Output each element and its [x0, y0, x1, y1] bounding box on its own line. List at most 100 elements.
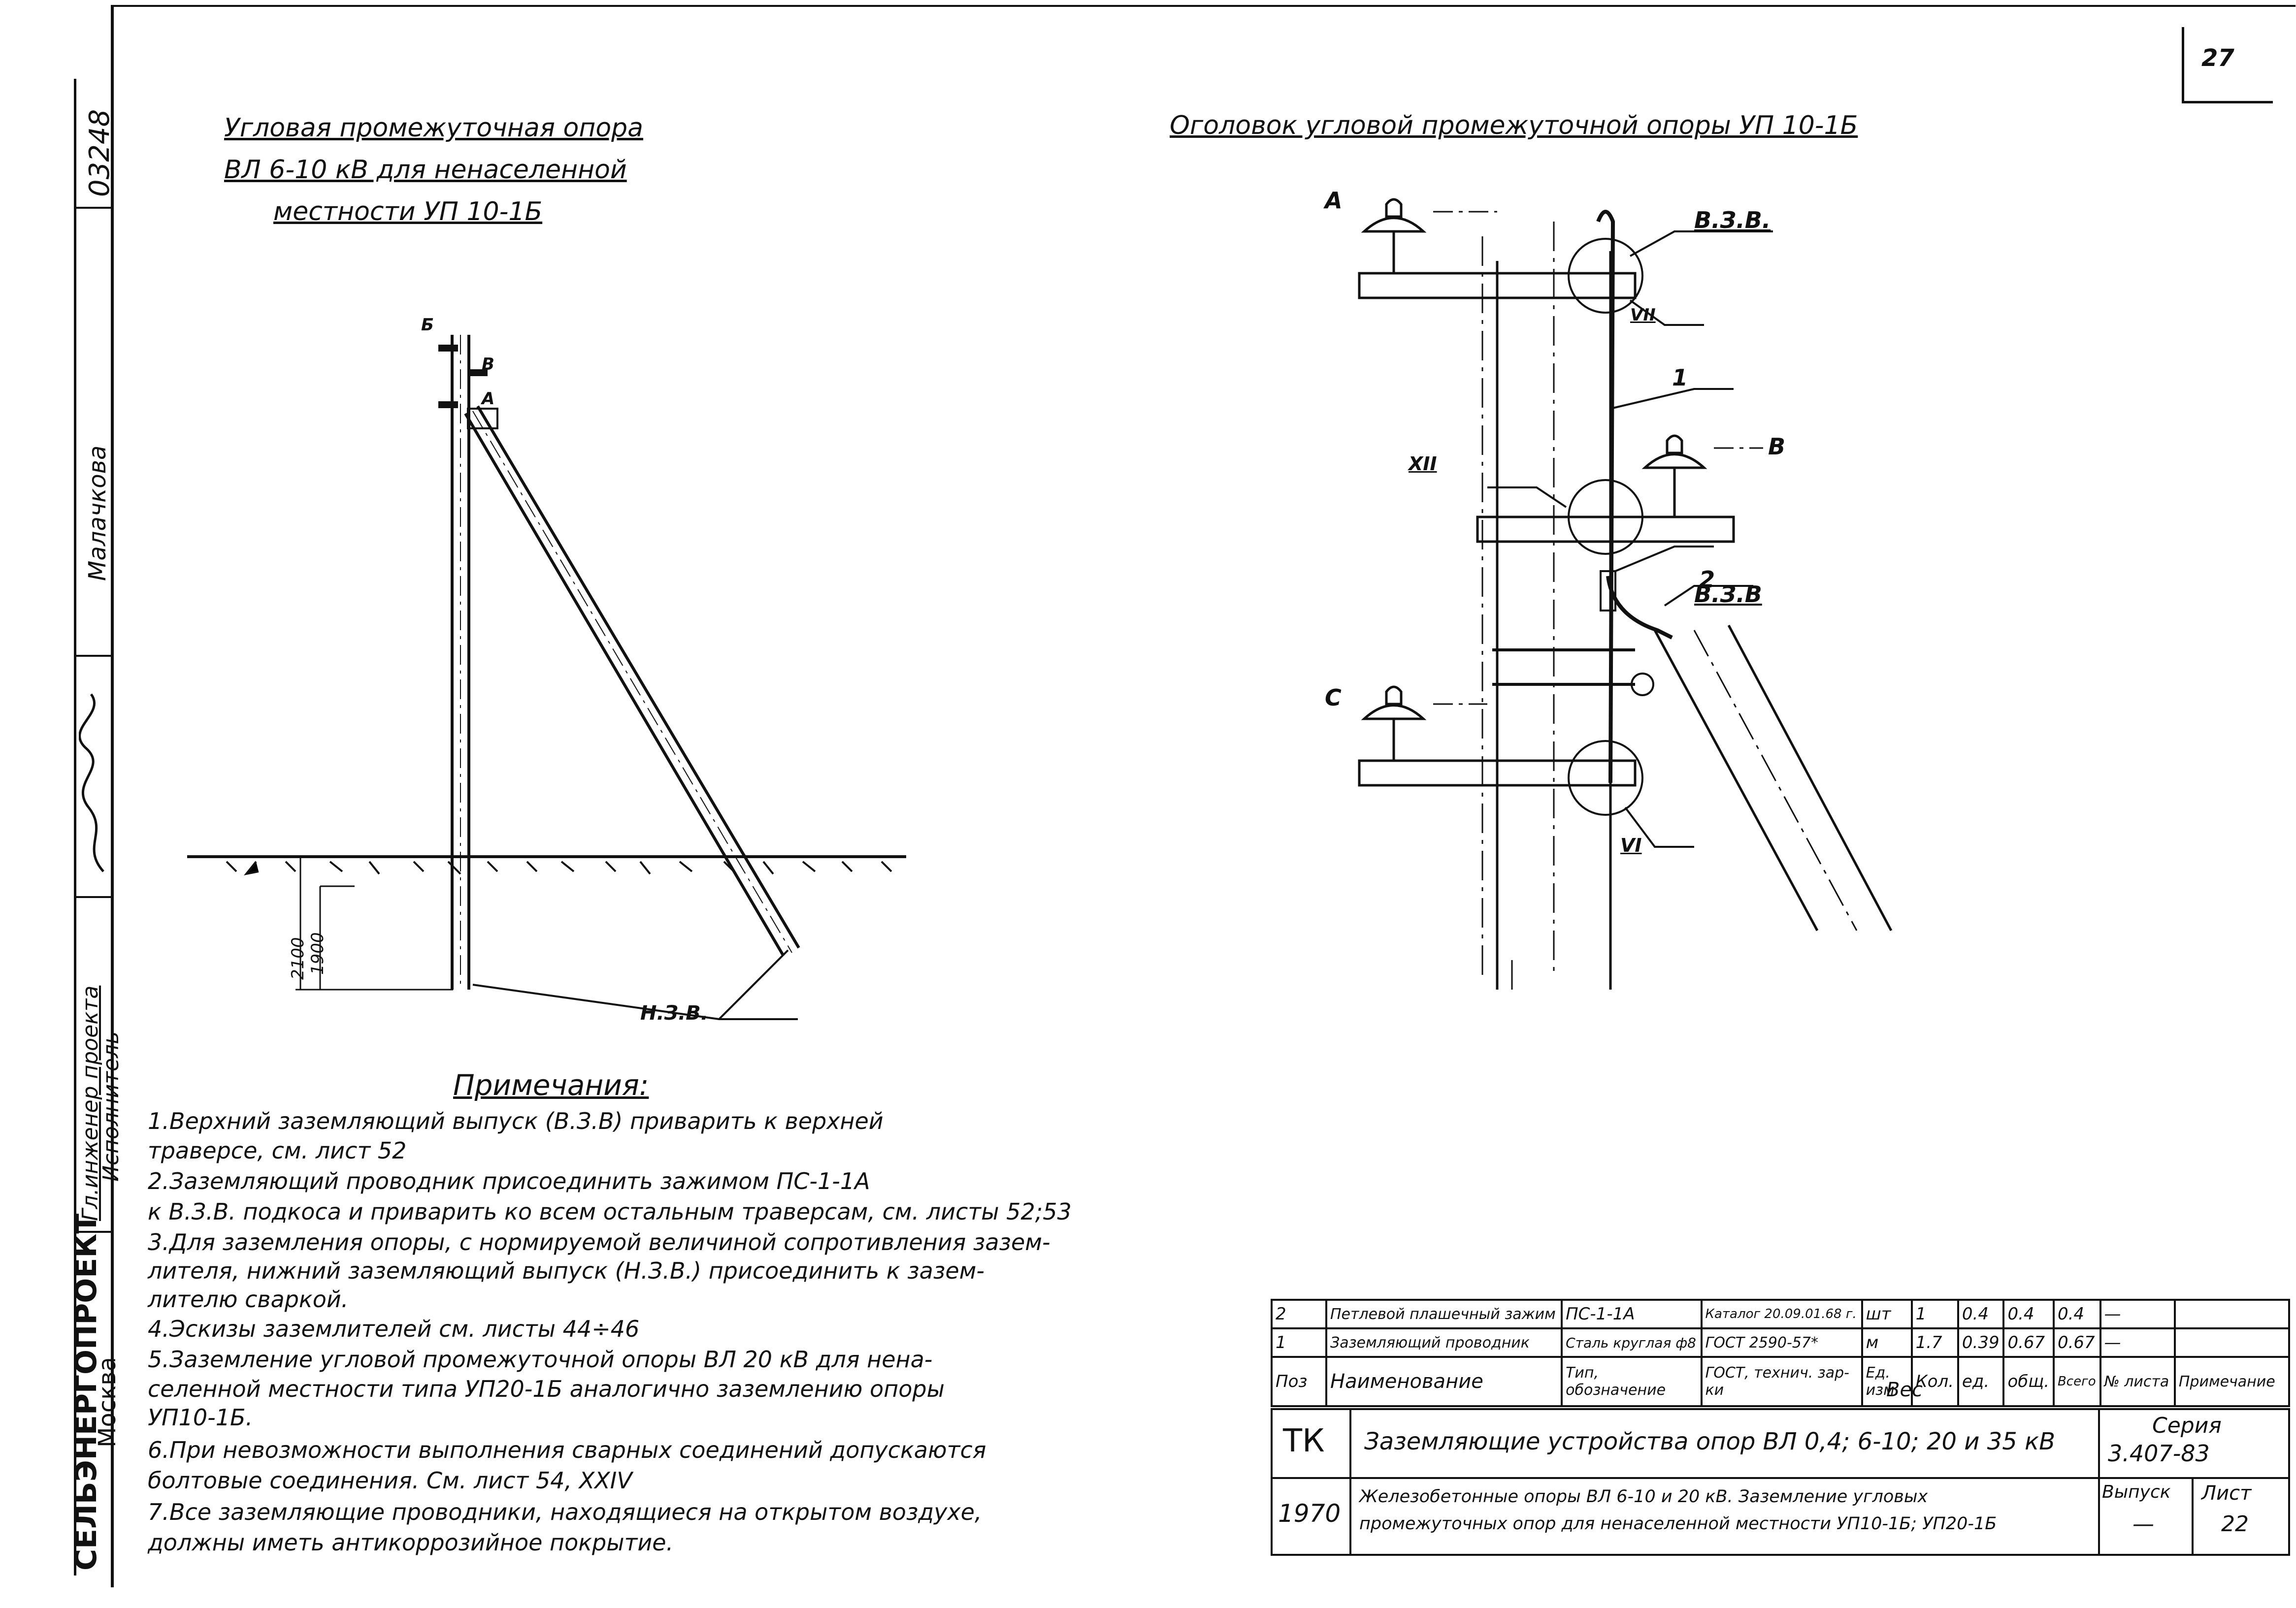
strut — [464, 413, 785, 956]
page-number: 27 — [2201, 44, 2234, 72]
series-value: 3.407-83 — [2108, 1440, 2210, 1467]
header-cell: ГОСТ, технич. зар-ки — [1700, 1356, 1863, 1407]
note-line: лителя, нижний заземляющий выпуск (Н.З.В… — [148, 1257, 984, 1284]
title-year: 1970 — [1278, 1499, 1341, 1528]
note-line: УП10-1Б. — [148, 1404, 253, 1431]
header-cell: Кол. — [1910, 1356, 1959, 1407]
title-main: Заземляющие устройства опор ВЛ 0,4; 6-10… — [1364, 1428, 2056, 1455]
stamp-names: Малачкова — [84, 445, 111, 581]
series-label: Серия — [2152, 1413, 2222, 1438]
side-stamp — [74, 79, 116, 1576]
label-side-b: В — [482, 354, 494, 374]
note-line: 3.Для заземления опоры, с нормируемой ве… — [148, 1229, 1050, 1255]
title-sub-2: промежуточных опор для ненаселенной мест… — [1359, 1514, 1997, 1534]
header-cell: Тип, обозначение — [1561, 1356, 1703, 1407]
insulator-c — [1361, 685, 1427, 761]
callout-pos-1: 1 — [1672, 364, 1688, 391]
title-block-divider — [1271, 1477, 2290, 1479]
header-cell: Ед. изм. — [1861, 1356, 1913, 1407]
left-title-line-1: Угловая промежуточная опора — [224, 113, 644, 143]
note-line: 5.Заземление угловой промежуточной опоры… — [148, 1346, 933, 1373]
callout-vii: VII — [1630, 305, 1656, 325]
right-title: Оголовок угловой промежуточной опоры УП … — [1170, 111, 1858, 140]
cell: 1 — [1910, 1299, 1959, 1329]
dim-2100: 2100 — [288, 937, 308, 980]
crossarm-top — [1358, 272, 1637, 299]
cell: ГОСТ 2590-57* — [1700, 1327, 1863, 1358]
cell: 1.7 — [1910, 1327, 1959, 1358]
label-side-a: А — [482, 389, 495, 409]
header-cell: Всего — [2052, 1356, 2101, 1407]
cell: м — [1861, 1327, 1913, 1358]
insulator-b — [1641, 434, 1707, 517]
callout-pos-2: 2 — [1699, 566, 1715, 593]
cell: 0.4 — [2002, 1299, 2055, 1329]
title-block-divider — [1349, 1408, 1351, 1556]
phase-label-b: В — [1768, 433, 1786, 460]
table-header-row: Поз Наименование Тип, обозначение ГОСТ, … — [1271, 1356, 2291, 1407]
note-line: 4.Эскизы заземлителей см. листы 44÷46 — [148, 1316, 640, 1342]
side-stamp-divider — [74, 207, 113, 209]
note-line: 7.Все заземляющие проводники, находящиес… — [148, 1499, 982, 1525]
cell: Заземляющий проводник — [1325, 1327, 1563, 1358]
title-sub-1: Железобетонные опоры ВЛ 6-10 и 20 кВ. За… — [1359, 1487, 1928, 1507]
strut — [1653, 629, 1819, 932]
dim-1900: 1900 — [308, 932, 328, 975]
side-stamp-divider — [74, 896, 113, 898]
note-line: лителю сваркой. — [148, 1286, 349, 1313]
note-line: 6.При невозможности выполнения сварных с… — [148, 1437, 986, 1463]
ground-hatching — [226, 861, 892, 876]
stamp-role-executor: Исполнитель — [98, 1031, 124, 1182]
grounding-conductor — [1596, 210, 1615, 783]
page-number-box — [2182, 27, 2273, 103]
cell: — — [2099, 1327, 2176, 1358]
detail-circle-vii — [1568, 238, 1643, 314]
cell: ПС-1-1А — [1561, 1299, 1703, 1329]
note-line: болтовые соединения. См. лист 54, XXIV — [148, 1467, 632, 1494]
callout-vi: VI — [1620, 835, 1642, 856]
pole-head-drawing — [1358, 198, 1893, 990]
stamp-signature — [78, 689, 115, 876]
spec-table: 2 Петлевой плашечный зажим ПС-1-1А Катал… — [1271, 1299, 2291, 1407]
left-title-line-2: ВЛ 6-10 кВ для ненаселенной — [224, 155, 627, 185]
table-row: 1 Заземляющий проводник Сталь круглая ф8… — [1271, 1327, 2291, 1358]
cell: Сталь круглая ф8 — [1561, 1327, 1703, 1358]
cell — [2173, 1327, 2291, 1358]
sheet-value: 22 — [2221, 1512, 2249, 1537]
crossarm-low — [1358, 759, 1637, 787]
callout-vzv-top: В.З.В. — [1694, 207, 1771, 233]
header-cell: № листа — [2099, 1356, 2176, 1407]
cell: 0.39 — [1957, 1327, 2005, 1358]
label-top-b: Б — [421, 315, 434, 335]
drawing-frame — [111, 5, 2296, 1587]
header-cell: общ. — [2002, 1356, 2055, 1407]
cell: Каталог 20.09.01.68 г. — [1700, 1299, 1863, 1329]
issue-value: — — [2132, 1512, 2154, 1537]
callout-vzv-mid: В.З.В — [1694, 581, 1762, 608]
side-stamp-divider — [74, 1231, 113, 1233]
cell: шт — [1861, 1299, 1913, 1329]
issue-label: Выпуск — [2102, 1482, 2171, 1502]
insulator-a — [1361, 198, 1427, 273]
note-line: 2.Заземляющий проводник присоединить заж… — [148, 1168, 870, 1194]
callout-xii: XII — [1409, 453, 1437, 475]
title-block-divider — [2098, 1408, 2100, 1556]
cell: 0.67 — [2052, 1327, 2101, 1358]
phase-label-a: А — [1325, 187, 1343, 214]
strut — [1727, 624, 1893, 932]
detail-circle-xii — [1568, 479, 1643, 555]
label-grounding-nzv: Н.З.В. — [640, 1002, 708, 1025]
table-row: 2 Петлевой плашечный зажим ПС-1-1А Катал… — [1271, 1299, 2291, 1329]
weight-label: Вес — [1886, 1379, 1923, 1401]
note-line: 1.Верхний заземляющий выпуск (В.З.В) при… — [148, 1108, 884, 1134]
title-code: ТК — [1283, 1423, 1325, 1459]
left-title-line-3: местности УП 10-1Б — [273, 197, 543, 226]
notes-block: 1.Верхний заземляющий выпуск (В.З.В) при… — [148, 1108, 1256, 1559]
detail-circle-vi — [1568, 740, 1643, 816]
title-block — [1271, 1408, 2290, 1556]
note-line: селенной местности типа УП20-1Б аналогич… — [148, 1376, 945, 1402]
note-line: траверсе, см. лист 52 — [148, 1137, 407, 1164]
note-line: должны иметь антикоррозийное покрытие. — [148, 1529, 674, 1556]
title-block-divider — [2192, 1477, 2194, 1556]
crossarm-mid — [1476, 515, 1735, 543]
